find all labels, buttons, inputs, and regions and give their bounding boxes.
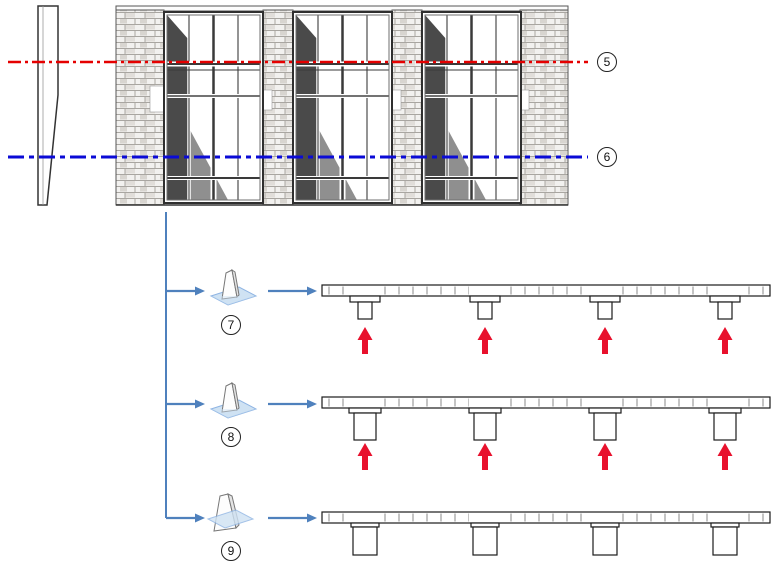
window-elevation (422, 12, 521, 203)
wall-section-profile (37, 5, 59, 206)
window-elevation (293, 12, 392, 203)
mullion-tab (469, 295, 501, 320)
connector-tree (165, 212, 317, 523)
up-arrow-icon (357, 327, 373, 354)
mullion-tab (710, 522, 740, 556)
mullion-tab (588, 407, 622, 441)
mullion-tab (470, 522, 500, 556)
level-label-6: 6 (597, 147, 617, 167)
up-arrow-icon (357, 443, 373, 470)
mullion-tab (708, 407, 742, 441)
pier-sill-notch (391, 89, 402, 111)
row-label-7: 7 (221, 315, 241, 335)
mullion-tab (348, 407, 382, 441)
up-arrow-icon (597, 443, 613, 470)
facade-fascia (115, 5, 569, 12)
pier-sill-notch (149, 85, 165, 113)
plan-section-row-8 (321, 396, 771, 470)
mullion-tab (709, 295, 741, 320)
up-arrow-icon (717, 327, 733, 354)
arrow-right-icon (307, 399, 317, 409)
window-elevation (164, 12, 263, 203)
arrow-right-icon (195, 286, 205, 296)
arrow-right-icon (307, 286, 317, 296)
plan-section-row-9 (321, 511, 771, 556)
plan-section-row-7 (321, 284, 771, 354)
facade-elevation (115, 5, 569, 205)
mullion-tab (350, 522, 380, 556)
row-label-8: 8 (221, 427, 241, 447)
mullion-tab (349, 295, 381, 320)
mullion-tab (589, 295, 621, 320)
mullion-tab (590, 522, 620, 556)
arrow-right-icon (195, 399, 205, 409)
highlight-arrows-row-8 (357, 443, 733, 470)
section-plane-mid-icon (207, 493, 254, 532)
arrow-right-icon (307, 513, 317, 523)
up-arrow-icon (477, 327, 493, 354)
section-plane-base-icon (210, 269, 257, 306)
arrow-right-icon (195, 513, 205, 523)
section-plane-base-icon (210, 382, 257, 419)
up-arrow-icon (597, 327, 613, 354)
mullion-tab (468, 407, 502, 441)
level-label-5: 5 (597, 52, 617, 72)
highlight-arrows-row-7 (357, 327, 733, 354)
pier-sill-notch (262, 89, 273, 111)
row-label-9: 9 (221, 541, 241, 561)
up-arrow-icon (717, 443, 733, 470)
up-arrow-icon (477, 443, 493, 470)
